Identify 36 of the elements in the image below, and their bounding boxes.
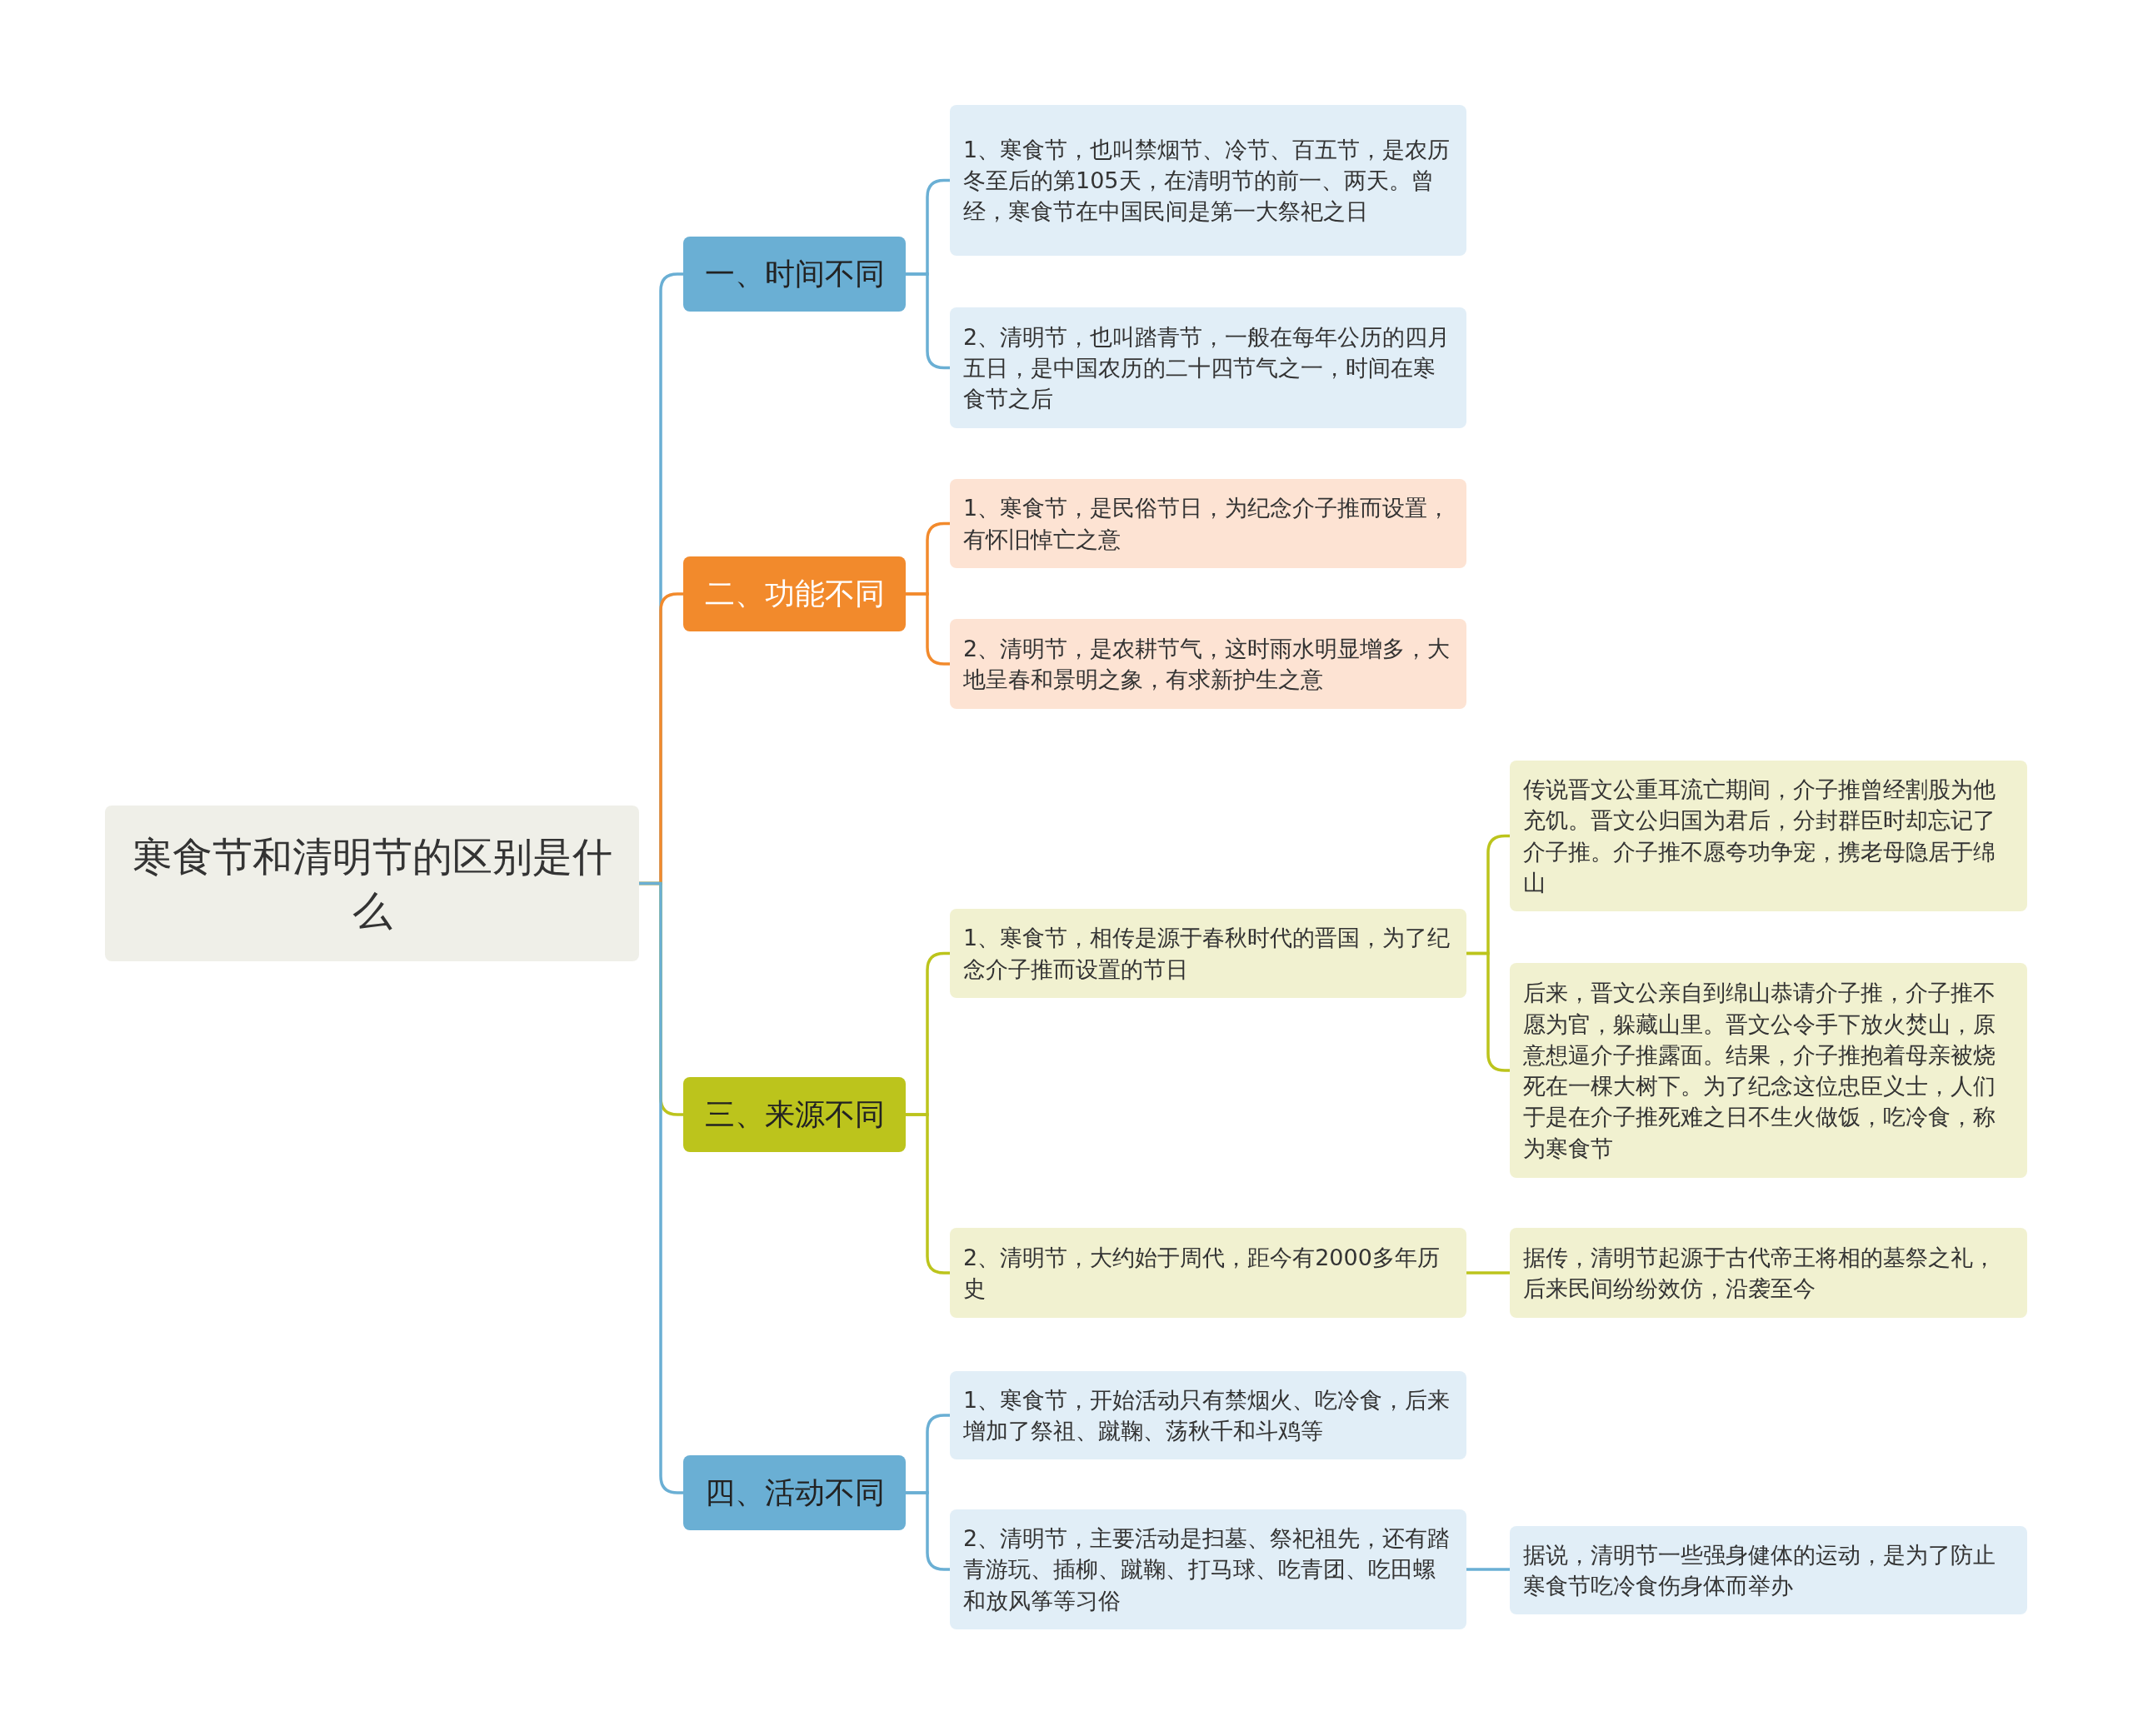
note-text: 后来，晋文公亲自到绵山恭请介子推，介子推不愿为官，躲藏山里。晋文公令手下放火焚山，原意想逼介子推露面。结果，介子推抱着母亲被烧死在一棵大树下。为了纪念这位忠臣义士，人们于是在介子推死难之日不生火做饭，吃冷食，称为寒食节 (1523, 979, 1996, 1163)
topic-box (105, 806, 639, 961)
branch-label: 三、来源不同 (704, 1096, 885, 1133)
topic-text: 寒食节和清明节的区别是什么 (132, 831, 612, 935)
note-box (1510, 1228, 2027, 1318)
branch-box (683, 556, 906, 631)
note-box (950, 1509, 1466, 1629)
note-box (950, 479, 1466, 568)
branch-box (683, 237, 906, 312)
note-box (950, 307, 1466, 428)
note-text: 2、清明节，主要活动是扫墓、祭祀祖先，还有踏青游玩、插柳、蹴鞠、打马球、吃青团、吃田螺和放风筝等习俗 (963, 1524, 1451, 1615)
note-text: 传说晋文公重耳流亡期间，介子推曾经割股为他充饥。晋文公归国为君后，分封群臣时却忘记了介子推。介子推不愿夸功争宠，携老母隐居于绵山 (1523, 776, 1996, 897)
note-box (1510, 761, 2027, 911)
connector-line (1466, 1568, 1510, 1571)
note-box (950, 619, 1466, 709)
note-box (1510, 1526, 2027, 1614)
note-box (1510, 963, 2027, 1178)
note-text: 据说，清明节一些强身健体的运动，是为了防止寒食节吃冷食伤身体而举办 (1523, 1540, 1996, 1600)
branch-label: 二、功能不同 (704, 576, 885, 612)
note-text: 2、清明节，大约始于周代，距今有2000多年历史 (963, 1243, 1441, 1303)
note-text: 1、寒食节，是民俗节日，为纪念介子推而设置，有怀旧悼亡之意 (963, 494, 1451, 554)
note-text: 据传，清明节起源于古代帝王将相的墓祭之礼，后来民间纷纷效仿，沿袭至今 (1523, 1243, 1996, 1303)
note-text: 1、寒食节，相传是源于春秋时代的晋国，为了纪念介子推而设置的节日 (963, 924, 1451, 984)
note-box (950, 1228, 1466, 1318)
note-box (950, 1371, 1466, 1459)
note-box (950, 105, 1466, 256)
connector-line (1466, 1271, 1510, 1275)
branch-box (683, 1077, 906, 1152)
branch-label: 四、活动不同 (704, 1474, 885, 1511)
note-text: 1、寒食节，开始活动只有禁烟火、吃冷食，后来增加了祭祖、蹴鞠、荡秋千和斗鸡等 (963, 1385, 1451, 1445)
branch-box (683, 1455, 906, 1530)
note-text: 2、清明节，是农耕节气，这时雨水明显增多，大地呈春和景明之象，有求新护生之意 (963, 634, 1451, 694)
note-box (950, 909, 1466, 998)
note-text: 2、清明节，也叫踏青节，一般在每年公历的四月五日，是中国农历的二十四节气之一，时间在寒食节之后 (963, 322, 1451, 414)
note-text: 1、寒食节，也叫禁烟节、冷节、百五节，是农历冬至后的第105天，在清明节的前一、两天。曾经，寒食节在中国民间是第一大祭祀之日 (963, 135, 1451, 227)
branch-label: 一、时间不同 (704, 256, 885, 292)
